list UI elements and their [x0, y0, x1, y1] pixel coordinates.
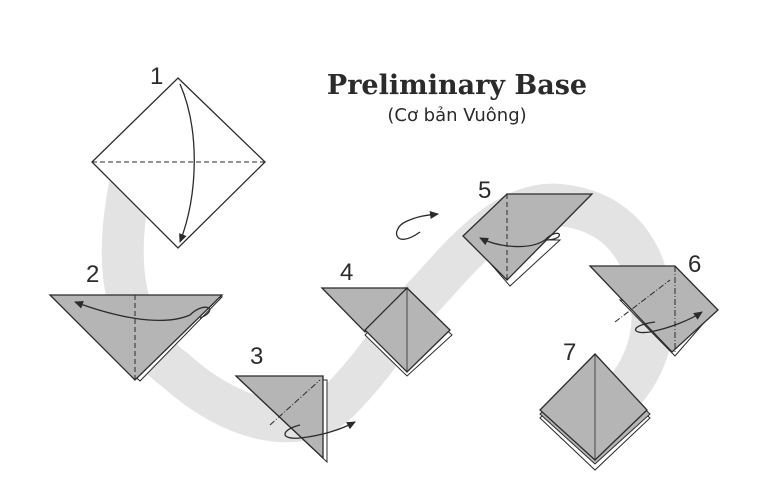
step-6: 6	[588, 251, 719, 357]
step-number: 1	[150, 63, 163, 90]
step-number: 6	[688, 251, 701, 278]
mountain-fold-line	[269, 379, 321, 426]
step-number: 5	[478, 177, 491, 204]
step-4: 4	[320, 259, 453, 377]
fold-arrow-icon	[284, 421, 356, 439]
fold-arrow-icon	[634, 311, 703, 334]
step-number: 4	[340, 259, 353, 286]
paper-triangle	[48, 294, 224, 381]
step-2: 2	[48, 261, 224, 382]
mountain-fold-line-2	[614, 279, 671, 323]
step-number: 3	[250, 343, 263, 370]
paper-square	[462, 193, 594, 281]
fold-arrow-icon	[74, 301, 211, 321]
step-3: 3	[234, 343, 356, 464]
step-7: 7	[539, 339, 651, 471]
diagram-subtitle: (Cơ bản Vuông)	[387, 105, 526, 126]
step-number: 7	[563, 339, 576, 366]
paper-square	[539, 353, 648, 461]
fold-arrow-icon	[479, 232, 560, 248]
step-5: 5	[396, 177, 594, 287]
step-number: 2	[86, 261, 99, 288]
diagram-title: Preliminary Base	[327, 70, 587, 101]
paper-square	[91, 77, 266, 249]
step-1: 1	[91, 63, 266, 249]
fold-arrow-icon	[179, 83, 195, 243]
rotate-arrow-icon	[396, 211, 439, 240]
